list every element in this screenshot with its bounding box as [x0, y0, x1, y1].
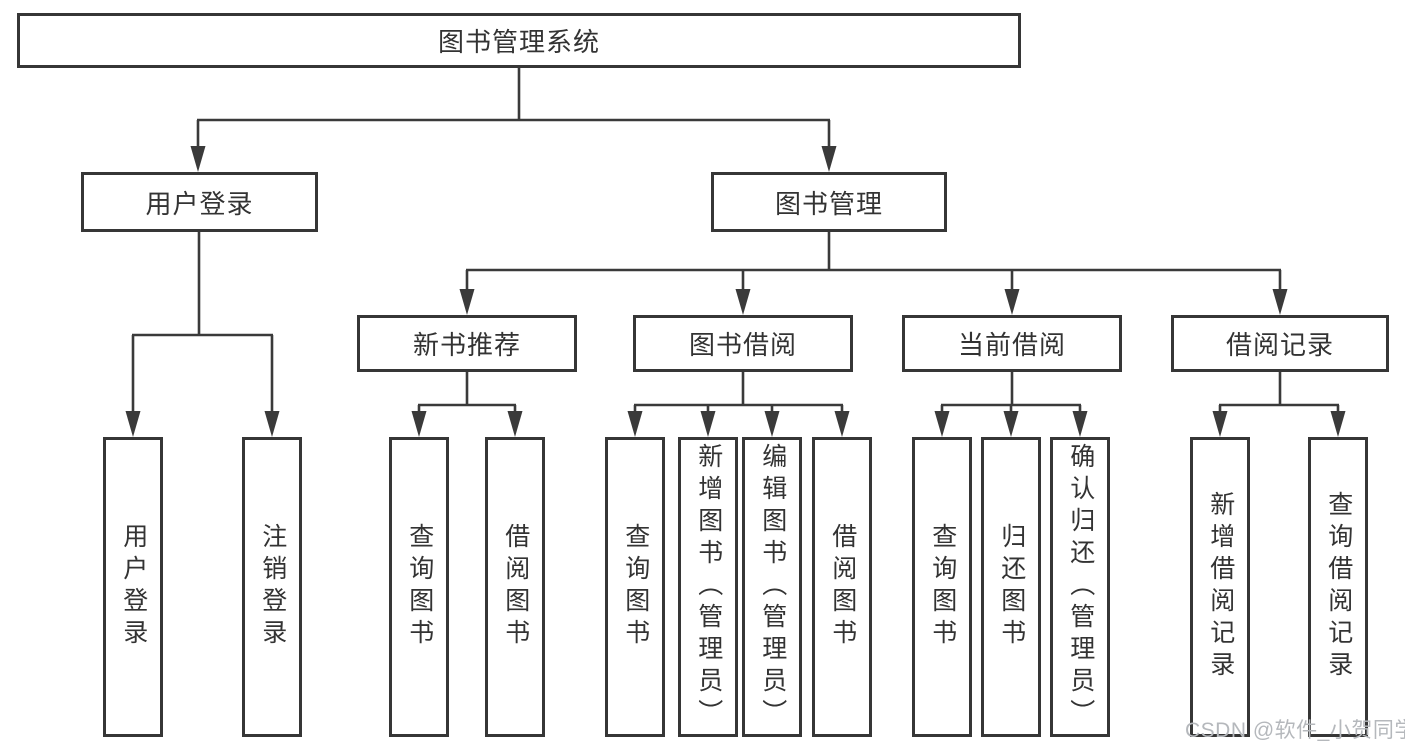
leaf-add-book-admin: 新增图书（管理员） [678, 437, 738, 737]
connector-book-borrow-children [633, 372, 844, 415]
node-current-borrowing: 当前借阅 [902, 315, 1122, 372]
leaf-edit-book-admin-label: 编辑图书（管理员） [758, 443, 787, 731]
connector-borrow-records-children [1218, 372, 1340, 415]
leaf-logout-label: 注销登录 [258, 523, 287, 651]
node-root: 图书管理系统 [17, 13, 1021, 68]
node-book-management: 图书管理 [711, 172, 947, 232]
leaf-confirm-return-admin: 确认归还（管理员） [1050, 437, 1110, 737]
connector-current-borrow-children [940, 372, 1082, 415]
leaf-add-borrow-record: 新增借阅记录 [1190, 437, 1250, 737]
leaf-borrow-books-label: 借阅图书 [828, 523, 857, 651]
leaf-user-login: 用户登录 [103, 437, 163, 737]
node-book-management-label: 图书管理 [774, 188, 883, 219]
leaf-query-books-borrow: 查询图书 [605, 437, 665, 737]
leaf-query-books-borrow-label: 查询图书 [621, 523, 650, 651]
node-user-login-label: 用户登录 [145, 188, 254, 219]
arrowhead [125, 411, 141, 437]
arrowhead [411, 411, 427, 437]
arrowhead [459, 289, 475, 315]
arrowhead [1212, 411, 1228, 437]
node-user-login: 用户登录 [81, 172, 318, 232]
node-borrowing-records-label: 借阅记录 [1225, 330, 1334, 360]
arrowhead [1003, 411, 1019, 437]
leaf-add-borrow-record-label: 新增借阅记录 [1206, 491, 1235, 683]
node-borrowing-records: 借阅记录 [1171, 315, 1389, 372]
leaf-borrow-books: 借阅图书 [812, 437, 872, 737]
connector-user-login-children [131, 232, 274, 415]
leaf-borrow-books-rec-label: 借阅图书 [501, 523, 530, 651]
leaf-query-books-current-label: 查询图书 [928, 523, 957, 651]
csdn-watermark: CSDN @软件_小贺同学 [1185, 719, 1405, 742]
leaf-user-login-label: 用户登录 [119, 523, 148, 651]
connector-new-book-rec-children [417, 372, 517, 415]
leaf-query-borrow-record-label: 查询借阅记录 [1324, 491, 1353, 683]
leaf-edit-book-admin: 编辑图书（管理员） [742, 437, 802, 737]
leaf-query-books-rec-label: 查询图书 [405, 523, 434, 651]
connector-root-to-level2 [196, 68, 831, 150]
arrowhead [735, 289, 751, 315]
arrowhead [764, 411, 780, 437]
leaf-return-book-label: 归还图书 [997, 523, 1026, 651]
leaf-query-books-current: 查询图书 [912, 437, 972, 737]
node-root-label: 图书管理系统 [437, 27, 600, 57]
node-new-book-recommendation: 新书推荐 [357, 315, 577, 372]
arrowhead [1330, 411, 1346, 437]
arrowhead [627, 411, 643, 437]
leaf-confirm-return-admin-label: 确认归还（管理员） [1066, 443, 1095, 731]
leaf-query-books-rec: 查询图书 [389, 437, 449, 737]
arrowhead [507, 411, 523, 437]
arrowhead [1072, 411, 1088, 437]
leaf-borrow-books-rec: 借阅图书 [485, 437, 545, 737]
leaf-add-book-admin-label: 新增图书（管理员） [694, 443, 723, 731]
arrowhead [700, 411, 716, 437]
arrowhead [190, 146, 206, 172]
leaf-return-book: 归还图书 [981, 437, 1041, 737]
leaf-logout: 注销登录 [242, 437, 302, 737]
node-current-borrowing-label: 当前借阅 [957, 330, 1066, 360]
node-book-borrowing-label: 图书借阅 [688, 330, 797, 360]
arrowhead [834, 411, 850, 437]
arrowhead [1004, 289, 1020, 315]
connector-book-mgmt-children [465, 232, 1282, 293]
arrowhead [821, 146, 837, 172]
leaf-query-borrow-record: 查询借阅记录 [1308, 437, 1368, 737]
arrowhead [1272, 289, 1288, 315]
arrowhead [934, 411, 950, 437]
node-book-borrowing: 图书借阅 [633, 315, 853, 372]
node-new-book-recommendation-label: 新书推荐 [412, 330, 521, 360]
arrowhead [264, 411, 280, 437]
